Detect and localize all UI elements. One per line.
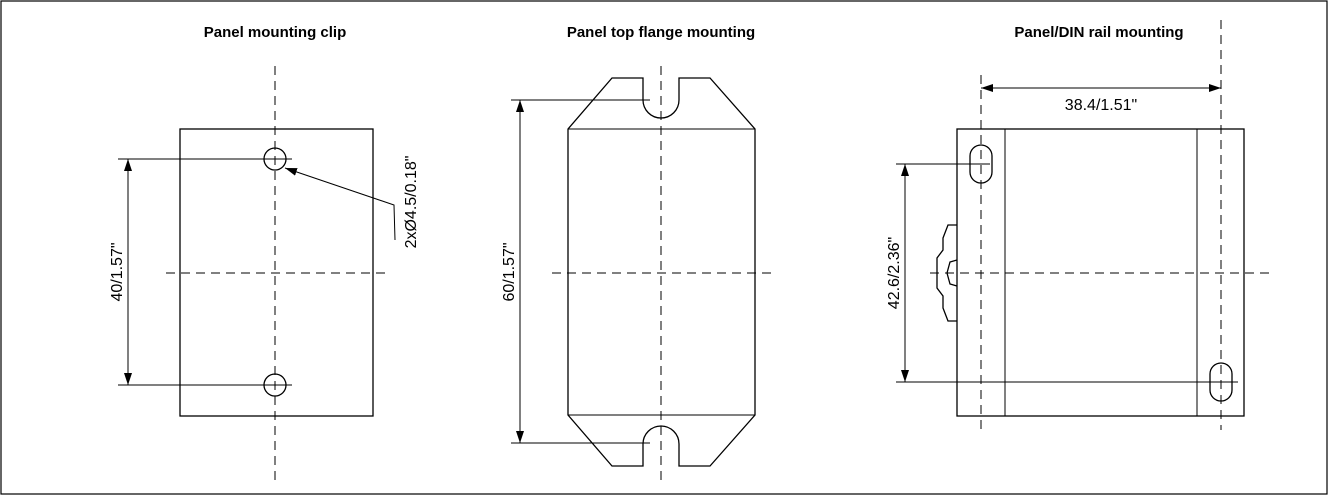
din-body-outline	[956, 128, 1245, 417]
clip-hole-dimension-label: 2xØ4.5/0.18"	[403, 156, 420, 249]
panel-din-rail: Panel/DIN rail mounting 38.4/1.51" 42.6/…	[886, 20, 1272, 430]
clip-vertical-dimension-label: 40/1.57"	[109, 242, 126, 301]
flange-title: Panel top flange mounting	[567, 24, 755, 41]
flange-body-outline	[567, 77, 756, 467]
panel-top-flange: Panel top flange mounting 60/1.57"	[501, 24, 776, 483]
clip-title: Panel mounting clip	[204, 24, 347, 41]
clip-body-outline	[179, 128, 374, 417]
din-title: Panel/DIN rail mounting	[1014, 24, 1183, 41]
flange-vertical-dimension-label: 60/1.57"	[501, 242, 518, 301]
panel-mounting-clip: Panel mounting clip 40/1.57" 2xØ4.5/0.18…	[109, 24, 420, 483]
din-vertical-dimension-label: 42.6/2.36"	[886, 237, 903, 309]
clip-hole-leader	[284, 167, 396, 241]
din-horizontal-dimension-label: 38.4/1.51"	[1065, 97, 1137, 114]
